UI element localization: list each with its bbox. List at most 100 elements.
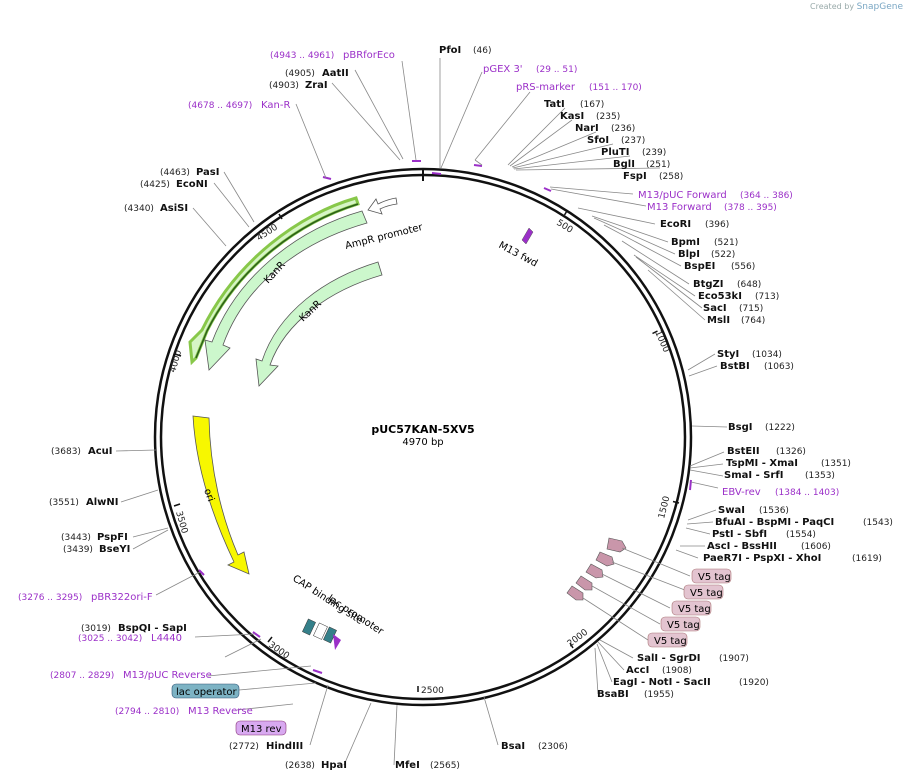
enzyme-position: (1606) [801,542,831,552]
enzyme-position: (1619) [852,554,882,564]
enzyme-position: (3019) [81,624,111,634]
m13-rev-marker [333,634,341,650]
m13-fwd-label: M13 fwd [497,240,540,270]
enzyme-position: (2306) [538,742,568,752]
enzyme-name: TatI [544,99,565,110]
enzyme-name: BlpI [678,249,700,260]
v5-tag-label: V5 tag [690,588,723,599]
enzyme-position: (3439) [63,545,93,555]
enzyme-position: (713) [755,292,779,302]
enzyme-name: BseYI [99,544,130,555]
primer-name: M13/pUC Reverse [123,670,212,681]
m13-fwd-arrow [521,227,534,245]
enzyme-name: PluTI [601,147,629,158]
enzyme-name: AatII [322,68,349,79]
enzyme-position: (46) [473,46,491,56]
enzyme-position: (1955) [644,690,674,700]
v5-tag-label: V5 tag [698,572,731,583]
v5-tag-label: V5 tag [667,620,700,631]
tick-marks: 500 1000 1500 2000 2500 3000 3500 4000 4… [168,209,680,696]
kanr-feature-1 [204,210,368,371]
enzyme-name: BspQI - SapI [118,623,187,634]
primer-name: M13 Reverse [188,706,253,717]
tick-label: 4000 [168,349,184,374]
enzyme-name: SalI - SgrDI [637,653,701,664]
primer-name: M13/pUC Forward [638,190,727,201]
v5-tag-arrow [606,537,627,553]
enzyme-name: EcoRI [660,219,691,230]
enzyme-position: (3551) [49,498,79,508]
enzyme-name: BstBI [720,361,750,372]
enzyme-name: AsiSI [160,203,188,214]
enzyme-name: EcoNI [176,179,208,190]
plasmid-name: pUC57KAN-5XV5 [371,423,474,436]
enzyme-position: (1063) [764,362,794,372]
enzyme-name: HpaI [321,760,347,771]
primer-name: L4440 [151,633,182,644]
enzyme-position: (648) [737,280,761,290]
enzyme-position: (1536) [759,506,789,516]
enzyme-position: (236) [611,124,635,134]
enzyme-position: (2638) [285,761,315,771]
enzyme-name: EagI - NotI - SacII [613,677,711,688]
primer-position: (4943 .. 4961) [270,51,334,61]
cap-binding-site-block [302,618,316,636]
kanr-feature-2 [255,261,383,387]
primer-name: M13 Forward [647,202,712,213]
enzyme-name: MfeI [395,760,420,771]
snapgene-credit: Created by SnapGene [810,2,903,12]
enzyme-position: (251) [646,160,670,170]
primer-position: (3276 .. 3295) [18,593,82,603]
primer-name: pGEX 3' [483,64,523,75]
enzyme-position: (239) [642,148,666,158]
v5-tag-label: V5 tag [678,604,711,615]
primer-position: (151 .. 170) [589,83,642,93]
enzyme-name: BsaBI [597,689,629,700]
enzyme-position: (3683) [51,447,81,457]
enzyme-name: BfuAI - BspMI - PaqCI [715,517,834,528]
enzyme-position: (4463) [160,168,190,178]
primer-labels: (4943 .. 4961) pBRforEco pGEX 3' (29 .. … [18,50,839,717]
enzyme-name: BstEII [727,446,760,457]
v5-tag-arrow [566,585,584,601]
primer-position: (2807 .. 2829) [50,671,114,681]
enzyme-position: (237) [621,136,645,146]
enzyme-position: (235) [596,112,620,122]
enzyme-name: FspI [623,171,647,182]
lac-promoter-block [313,622,328,640]
primer-position: (364 .. 386) [740,191,793,201]
enzyme-name: KasI [560,111,584,122]
enzyme-position: (258) [659,172,683,182]
enzyme-name: PfoI [439,45,461,56]
primer-name: EBV-rev [722,487,761,498]
primer-position: (29 .. 51) [536,65,577,75]
enzyme-position: (4340) [124,204,154,214]
m13-rev-label: M13 rev [241,724,282,735]
enzyme-name: PstI - SbfI [712,529,767,540]
enzyme-position: (1907) [719,654,749,664]
enzyme-name: TspMI - XmaI [726,458,798,469]
ori-label: ori [201,487,216,503]
leader-lines [115,58,728,766]
ampr-promoter-arrow [367,197,398,215]
enzyme-position: (1326) [776,447,806,457]
enzyme-position: (1034) [752,350,782,360]
enzyme-name: PaeR7I - PspXI - XhoI [703,553,821,564]
enzyme-name: SmaI - SrfI [724,470,783,481]
enzyme-name: AscI - BssHII [707,541,777,552]
enzyme-name: BsaI [501,741,525,752]
enzyme-name: BspEI [684,261,715,272]
tick-label: 1500 [657,495,672,520]
enzyme-position: (1543) [863,518,893,528]
enzyme-name: Eco53kI [698,291,742,302]
primer-position: (378 .. 395) [724,203,777,213]
v5-tag-arrow [585,563,604,579]
enzyme-position: (1222) [765,423,795,433]
enzyme-position: (396) [705,220,729,230]
boxed-labels: V5 tag V5 tag V5 tag V5 tag V5 tag lac o… [171,568,732,736]
v5-tag-arrow [575,575,593,591]
primer-name: pBR322ori-F [91,592,153,603]
enzyme-position: (764) [741,316,765,326]
ori-feature [192,415,250,575]
primer-position: (3025 .. 3042) [78,634,142,644]
